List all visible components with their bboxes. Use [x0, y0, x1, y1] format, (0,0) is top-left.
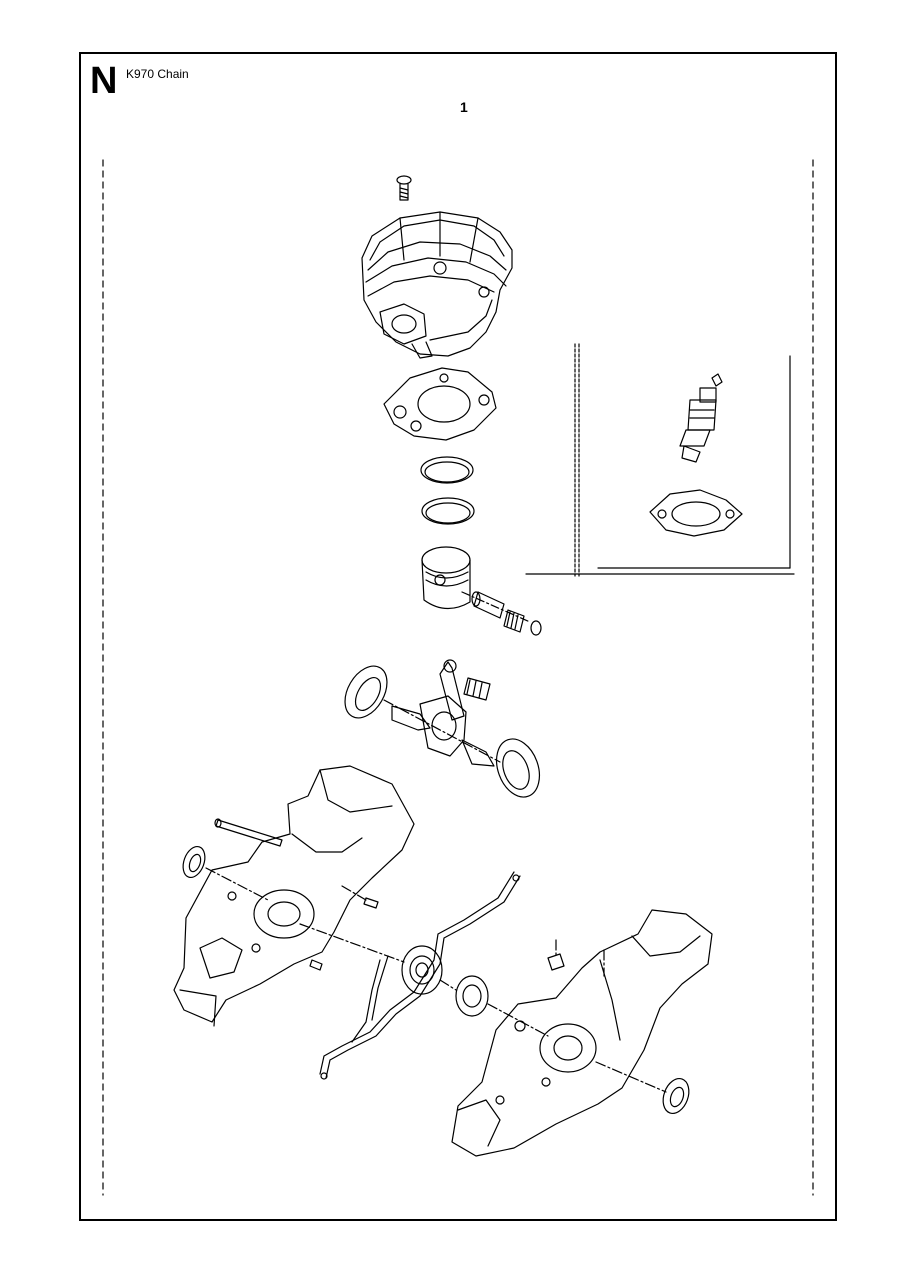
crankshaft-washer-right-part — [489, 733, 547, 803]
kit-inset-box — [526, 344, 794, 576]
piston-axis-line — [462, 592, 530, 622]
spark-plug-part — [680, 374, 722, 462]
crankcase-bolt-part — [215, 819, 282, 846]
circlip-part — [531, 621, 541, 635]
section-letter: N — [90, 60, 118, 102]
seal-right-part — [659, 1075, 694, 1117]
cylinder-gasket-part — [384, 368, 496, 440]
needle-bearing-part — [504, 610, 524, 632]
group-number: 1 — [460, 99, 468, 115]
crankcase-gasket-part — [320, 872, 520, 1079]
main-bearing-left-part — [402, 946, 442, 994]
main-bearing-right-part — [456, 976, 488, 1016]
piston-ring-upper-part — [421, 457, 473, 483]
piston-pin-part — [472, 592, 504, 618]
crankcase-left-part — [174, 766, 414, 1026]
muffler-gasket-part — [650, 490, 742, 536]
crankcase-right-part — [452, 910, 712, 1156]
dowel-pin-upper-part — [364, 898, 378, 908]
page-frame — [79, 52, 837, 1221]
seal-left-part — [179, 844, 209, 881]
nut-part — [548, 954, 564, 970]
crankshaft-part — [392, 660, 494, 766]
cylinder-part — [362, 212, 512, 358]
dowel-pin-lower-part — [310, 960, 322, 970]
model-title: K970 Chain — [126, 67, 189, 81]
big-end-bearing-part — [464, 678, 490, 700]
cylinder-screw-part — [397, 176, 411, 200]
piston-part — [422, 547, 470, 609]
piston-ring-lower-part — [422, 498, 474, 524]
crankshaft-washer-left-part — [336, 659, 395, 725]
assembly-axis-lines — [206, 700, 666, 1092]
